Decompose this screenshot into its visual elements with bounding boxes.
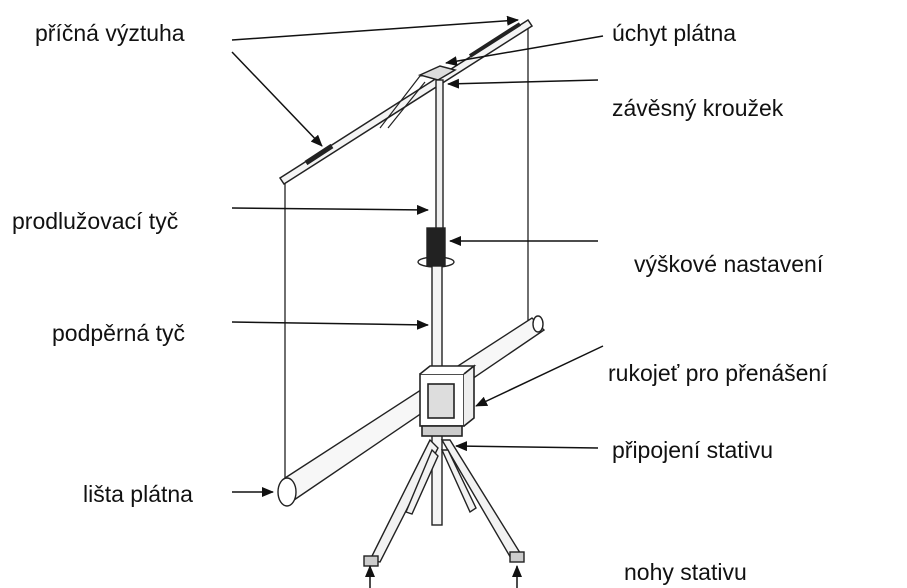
tripod-connection-leader: [455, 441, 599, 452]
label-hanging-ring: závěsný kroužek: [612, 95, 784, 121]
hanging-ring-leader: [447, 78, 599, 89]
label-extension-rod: prodlužovací tyč: [12, 208, 179, 234]
support-rod-leader: [231, 319, 429, 330]
label-cross-brace: příčná výztuha: [35, 20, 185, 46]
tripod-drawing: [363, 438, 525, 567]
carry-handle-leader: [475, 345, 604, 407]
label-screen-bar: lišta plátna: [83, 481, 193, 507]
carry-handle-drawing: [419, 364, 477, 437]
cross-brace-leader-bottom: [231, 51, 323, 147]
extension-rod-leader: [231, 204, 429, 215]
label-screen-holder: úchyt plátna: [612, 20, 737, 46]
cross-brace-leader-top: [231, 15, 519, 41]
label-support-rod: podpěrná tyč: [52, 320, 185, 346]
screen-holder-leader: [445, 35, 604, 67]
label-carry-handle: rukojeť pro přenášení: [608, 360, 828, 386]
label-height-adjustment: výškové nastavení: [634, 251, 824, 277]
label-tripod-connection: připojení stativu: [612, 437, 774, 463]
label-tripod-legs: nohy stativu: [624, 559, 747, 585]
cross-brace: [278, 18, 534, 186]
